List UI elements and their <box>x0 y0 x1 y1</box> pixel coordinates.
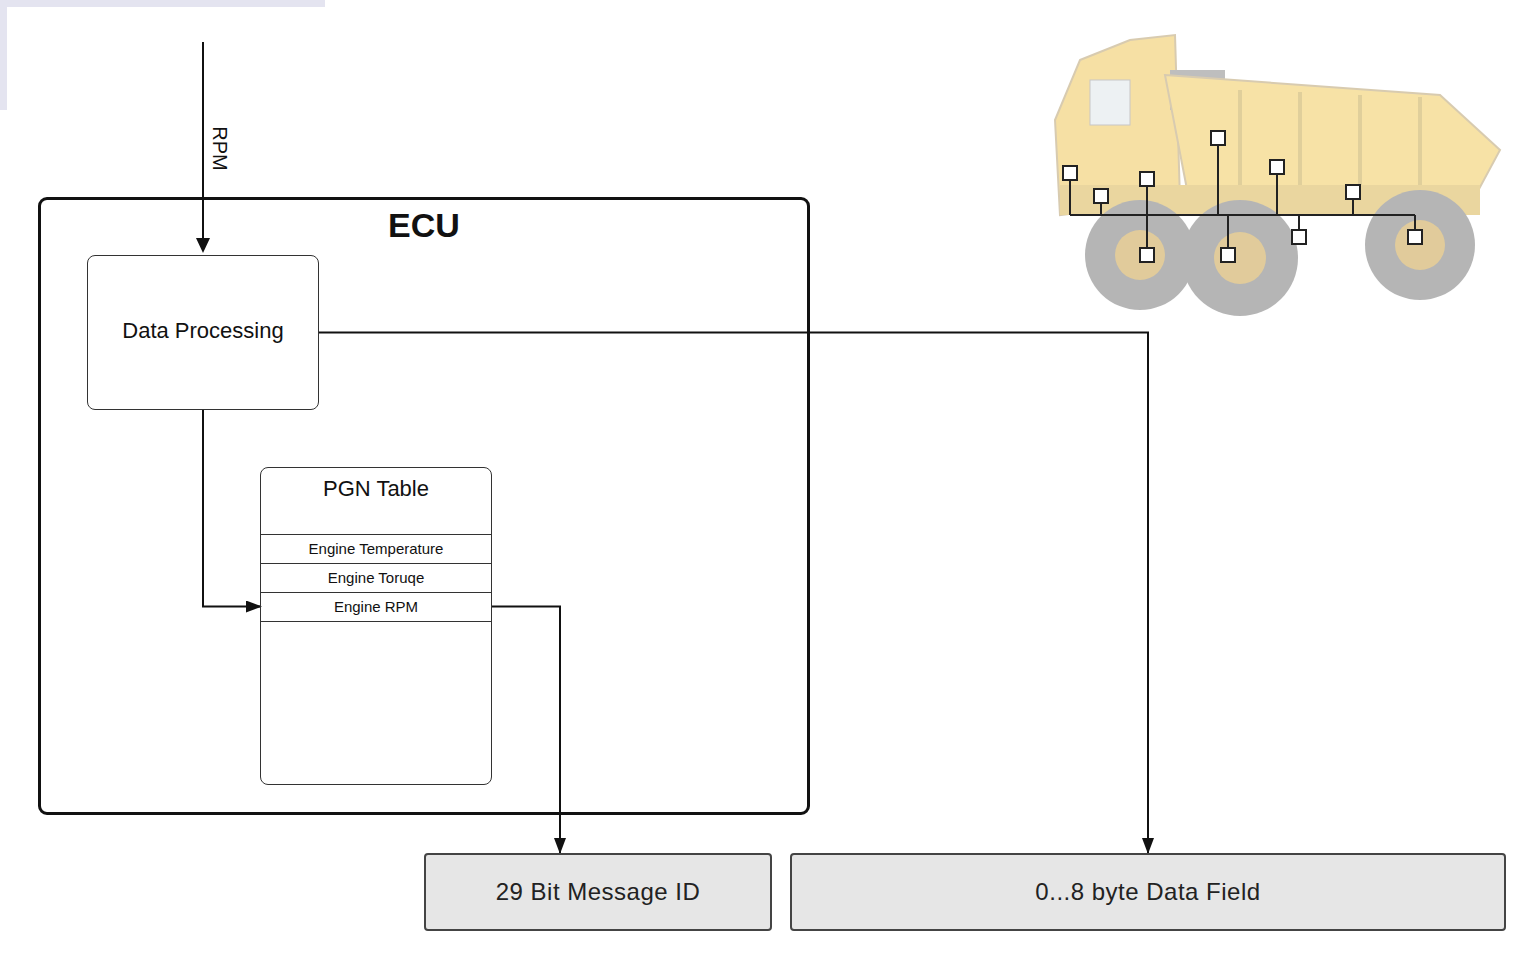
connector-arrow <box>203 410 261 607</box>
network-symbol <box>1063 131 1422 262</box>
rpm-input-arrow <box>196 42 210 253</box>
node-text: Data Processing <box>122 318 283 344</box>
truck-illustration <box>1055 35 1500 316</box>
node-text: Engine Toruqe <box>328 569 424 586</box>
node-text: Engine RPM <box>334 598 418 615</box>
top-bar <box>0 0 325 7</box>
data-field-box: 0...8 byte Data Field <box>790 853 1506 931</box>
ecu-box: ECU Data ProcessingPGN TableEngine Temper… <box>38 197 810 815</box>
signal-label: RPM <box>207 126 230 170</box>
connector-arrow <box>319 333 1148 854</box>
node-text: ECU <box>41 206 807 245</box>
table-row: Engine Toruqe <box>261 563 491 592</box>
process-box: Data Processing <box>87 255 319 410</box>
connector-arrow <box>491 607 560 854</box>
node-text: PGN Table <box>261 476 491 502</box>
message-id-box: 29 Bit Message ID <box>424 853 772 931</box>
node-text: 29 Bit Message ID <box>496 878 701 906</box>
node-text: 0...8 byte Data Field <box>1035 878 1260 906</box>
table-box: PGN TableEngine TemperatureEngine Toruqe… <box>260 467 492 785</box>
side-bar <box>0 0 7 110</box>
node-text: Engine Temperature <box>309 540 444 557</box>
table-row: Engine Temperature <box>261 534 491 563</box>
table-row: Engine RPM <box>261 592 491 622</box>
